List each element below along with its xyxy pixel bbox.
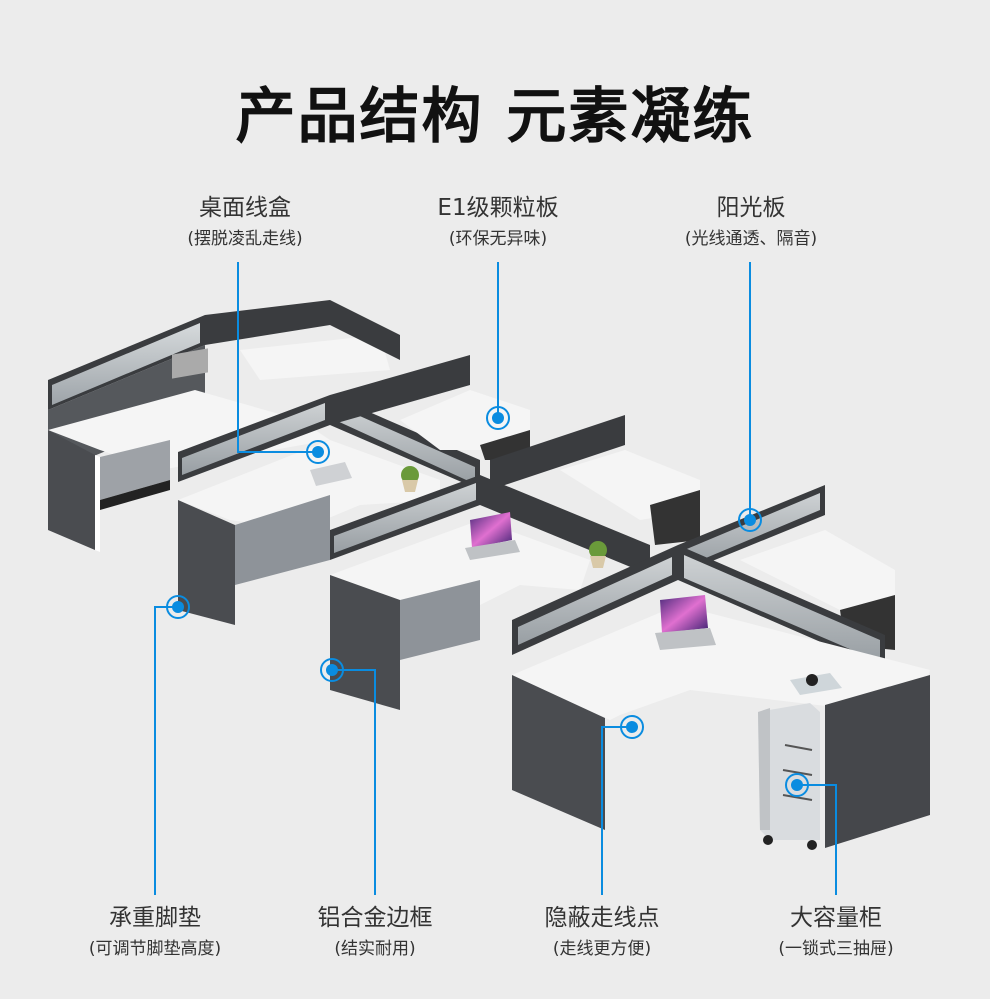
callout-line-aluminum-frame xyxy=(332,669,376,895)
callout-desc: (走线更方便) xyxy=(552,939,652,959)
callout-desc: (一锁式三抽屉) xyxy=(778,939,894,959)
callout-aluminum-frame: 铝合金边框 (结实耐用) xyxy=(255,903,495,961)
callout-desc: (光线通透、隔音) xyxy=(684,229,818,249)
callout-markers xyxy=(166,406,809,797)
drawer-cabinet xyxy=(758,703,820,850)
callout-title: E1级颗粒板 xyxy=(437,195,559,221)
callout-desc: (结实耐用) xyxy=(334,939,416,959)
desk-left-front xyxy=(178,395,480,625)
desk-front-right xyxy=(512,545,930,850)
page-title: 产品结构 元素凝练 xyxy=(235,82,755,152)
callout-cable-box: 桌面线盒 (摆脱凌乱走线) xyxy=(125,193,365,251)
callout-sun-panel: 阳光板 (光线通透、隔音) xyxy=(631,193,871,251)
marker-sun-panel-icon[interactable] xyxy=(738,508,762,532)
callout-cabinet: 大容量柜 (一锁式三抽屉) xyxy=(716,903,956,961)
callout-title: 桌面线盒 xyxy=(199,195,291,221)
callout-foot-pad: 承重脚垫 (可调节脚垫高度) xyxy=(35,903,275,961)
desk-back-middle xyxy=(205,300,400,380)
desk-middle xyxy=(330,475,650,710)
marker-hidden-cable-icon[interactable] xyxy=(620,715,644,739)
callout-desc: (环保无异味) xyxy=(448,229,548,249)
callout-hidden-cable: 隐蔽走线点 (走线更方便) xyxy=(482,903,722,961)
desk-back-left xyxy=(48,315,330,552)
callout-title: 阳光板 xyxy=(716,195,786,221)
callout-desc: (可调节脚垫高度) xyxy=(88,939,222,959)
callout-particle-board: E1级颗粒板 (环保无异味) xyxy=(378,193,618,251)
callout-title: 大容量柜 xyxy=(790,905,882,931)
callout-line-cable-box xyxy=(237,262,318,453)
callout-title: 铝合金边框 xyxy=(317,905,433,931)
marker-cabinet-icon[interactable] xyxy=(785,773,809,797)
callout-line-hidden-cable xyxy=(601,726,632,895)
marker-aluminum-frame-icon[interactable] xyxy=(320,658,344,682)
marker-cable-box-icon[interactable] xyxy=(306,440,330,464)
callout-title: 承重脚垫 xyxy=(109,905,201,931)
callout-title: 隐蔽走线点 xyxy=(544,905,660,931)
callout-desc: (摆脱凌乱走线) xyxy=(187,229,303,249)
callout-line-cabinet xyxy=(797,784,837,895)
marker-foot-pad-icon[interactable] xyxy=(166,595,190,619)
marker-particle-board-icon[interactable] xyxy=(486,406,510,430)
callout-lines xyxy=(154,262,837,895)
callout-line-foot-pad xyxy=(154,606,178,895)
